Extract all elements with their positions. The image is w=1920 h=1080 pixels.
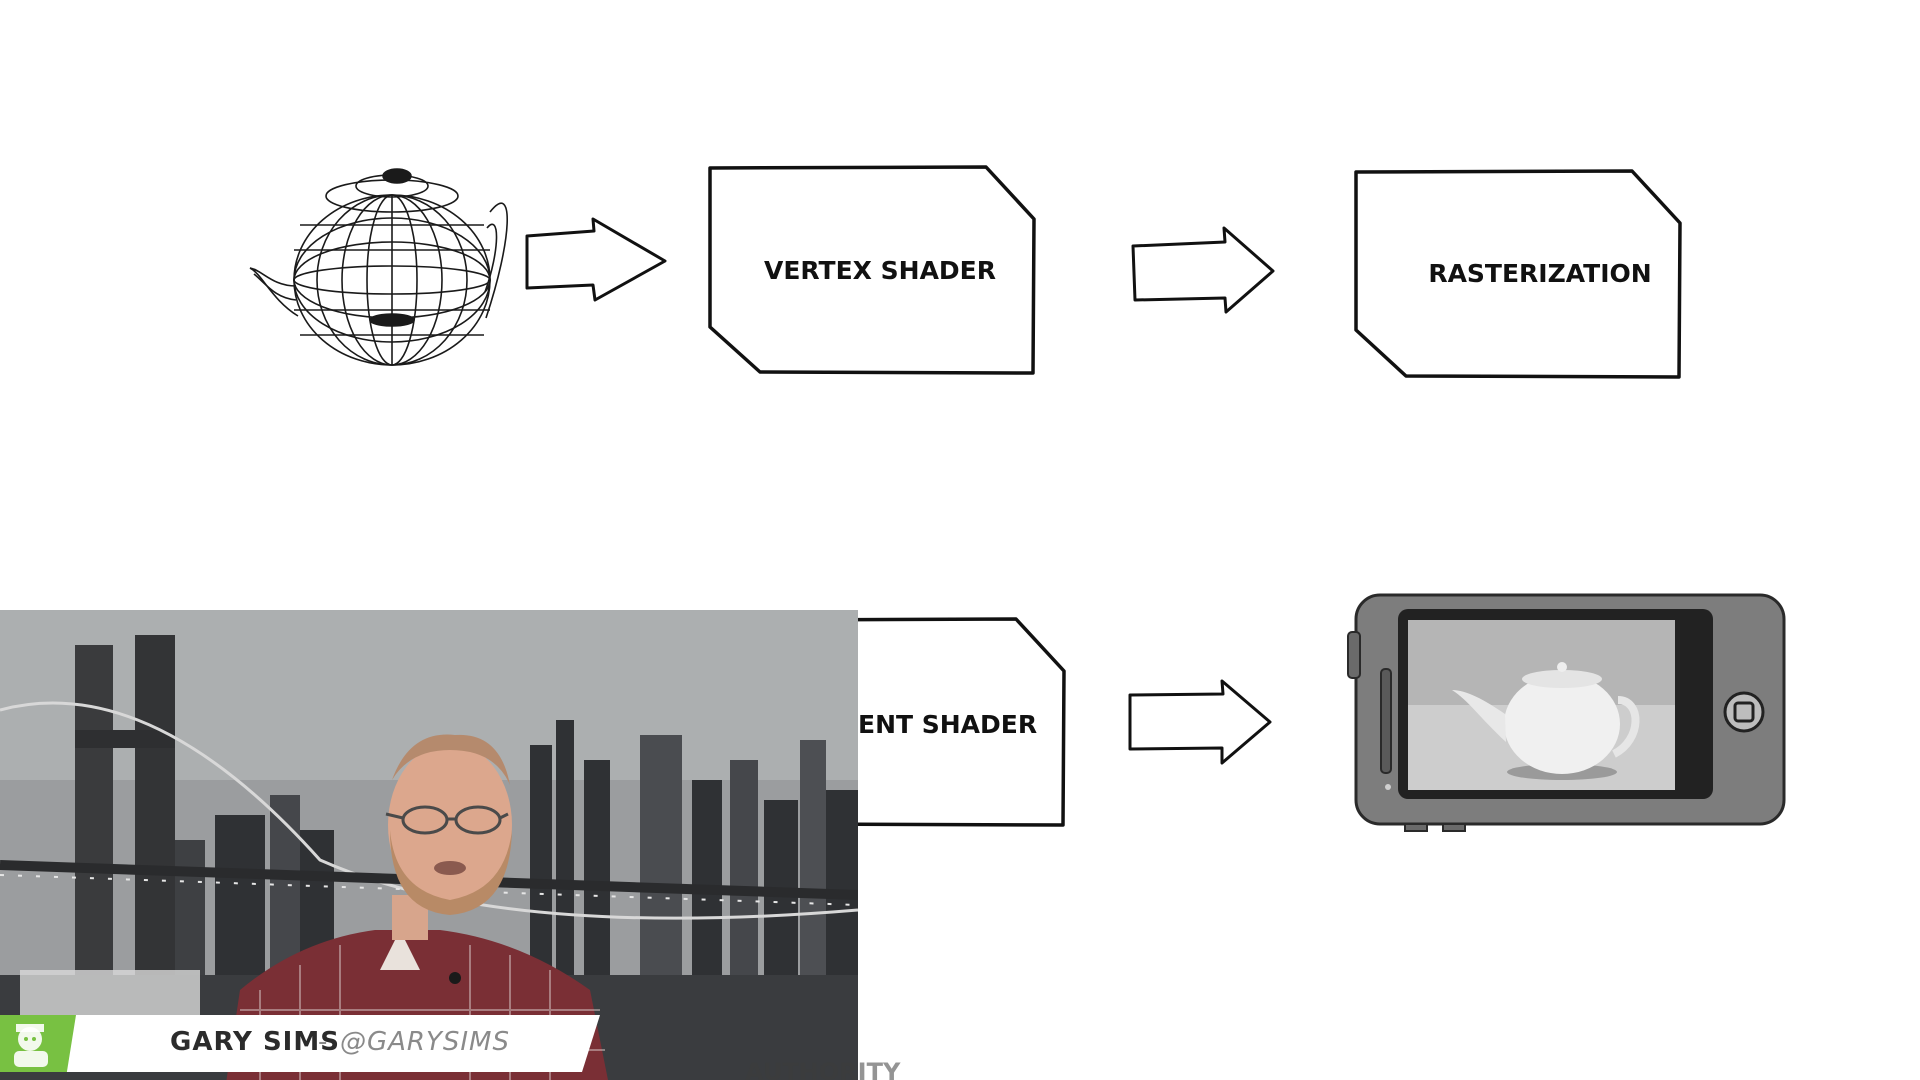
presenter-video-scene (0, 610, 858, 1080)
teapot-wireframe-icon (249, 168, 508, 366)
rasterization-box: RASTERIZATION (1354, 169, 1682, 379)
lower-third-background (0, 1015, 600, 1072)
arrow-2-icon (1131, 226, 1275, 314)
vertex-shader-label: VERTEX SHADER (764, 256, 996, 285)
presenter-video: GARY SIMS - @GARYSIMS (0, 610, 858, 1080)
presenter-handle: @GARYSIMS (340, 1027, 510, 1057)
rasterization-label: RASTERIZATION (1428, 259, 1651, 288)
name-separator: - (318, 1027, 328, 1057)
brand-logo-icon (0, 1015, 76, 1072)
fragment-shader-label: ENT SHADER (858, 710, 1037, 739)
watermark-text: AUTHORITY (745, 1058, 901, 1080)
lower-third-banner: GARY SIMS - @GARYSIMS (0, 1015, 600, 1072)
arrow-3-icon (1128, 679, 1272, 765)
presenter-name: GARY SIMS (170, 1027, 340, 1057)
arrow-1-icon (525, 217, 667, 302)
vertex-shader-box: VERTEX SHADER (708, 165, 1036, 375)
bridge (0, 635, 858, 1015)
phone-render-icon (1347, 593, 1786, 832)
